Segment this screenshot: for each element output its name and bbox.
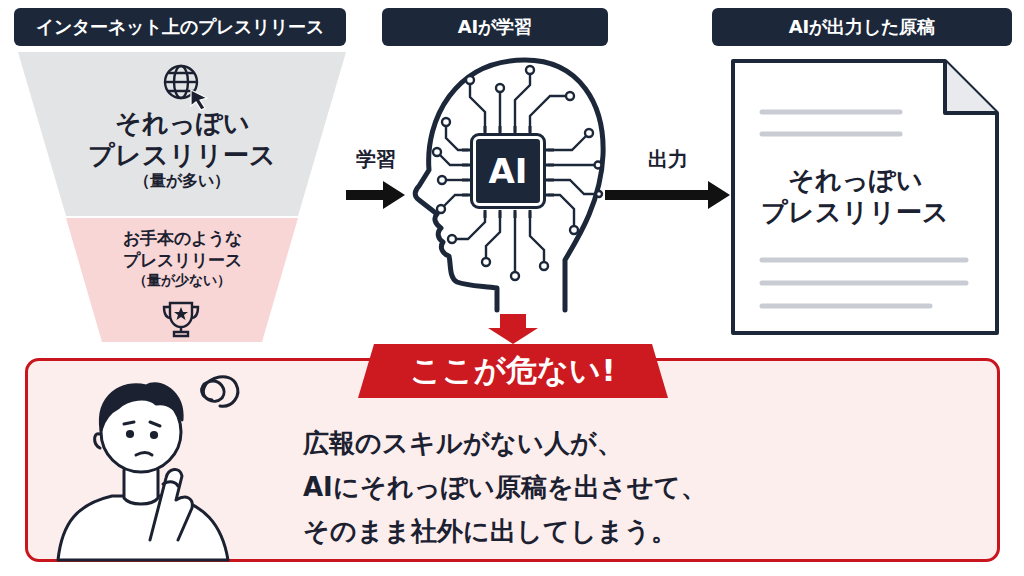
node-text: 広報のスキルがない人が、 AIにそれっぽい原稿を出させて、 そのまま社外に出して… — [303, 421, 883, 554]
warning-box: 広報のスキルがない人が、 AIにそれっぽい原稿を出させて、 そのまま社外に出して… — [25, 358, 1000, 562]
node-text: お手本のような プレスリリース — [107, 228, 257, 272]
node-text: AIが学習 — [458, 15, 533, 39]
node-text: AIが出力した原稿 — [789, 15, 936, 39]
document-lines — [762, 112, 966, 306]
header-pill: AIが学習 — [382, 8, 608, 46]
header-pill: インターネット上のプレスリリース — [14, 8, 346, 46]
cursor-icon — [191, 90, 207, 110]
node-text: それっぽい プレスリリース — [62, 108, 302, 171]
node-text: それっぽい プレスリリース — [735, 165, 975, 228]
edge-label: 出力 — [648, 146, 688, 173]
connector-arrow — [605, 181, 730, 209]
header-pill: AIが出力した原稿 — [712, 8, 1012, 46]
edge-label: 学習 — [356, 146, 396, 173]
ai-head: AI — [405, 52, 605, 314]
thinking-person — [58, 377, 238, 560]
circuit-traces — [440, 74, 596, 272]
node-subtext: （量が多い） — [134, 171, 230, 190]
star-icon — [174, 307, 188, 320]
node-subtext: （量が少ない） — [133, 272, 231, 290]
circuit-nodes — [433, 66, 602, 280]
connector-arrow — [488, 314, 538, 344]
node-text: ここが危ない! — [410, 350, 615, 392]
warning-banner: ここが危ない! — [358, 344, 668, 398]
chip-pins — [462, 126, 554, 218]
funnel-band: お手本のような プレスリリース（量が少ない） — [66, 218, 298, 342]
funnel-band: それっぽい プレスリリース（量が多い） — [18, 52, 346, 216]
trophy-icon — [164, 303, 198, 336]
connector-arrow — [346, 181, 405, 209]
node-text: AI — [473, 136, 543, 206]
document: それっぽい プレスリリース — [730, 58, 1000, 336]
globe-icon — [165, 66, 197, 98]
node-text: インターネット上のプレスリリース — [36, 15, 324, 39]
